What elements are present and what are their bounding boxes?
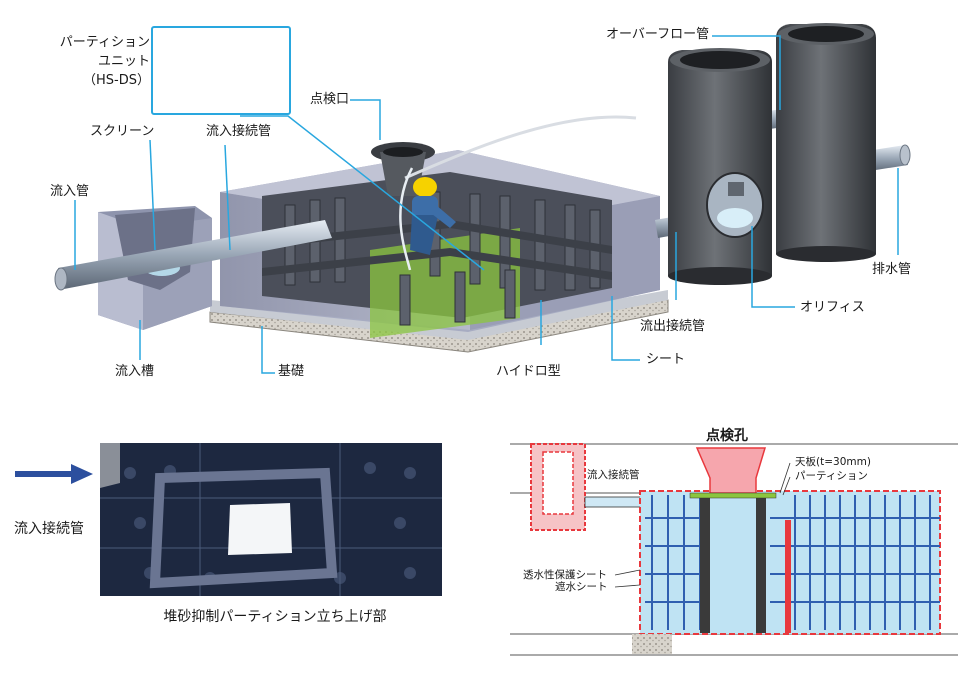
outflow-tank-rear — [776, 23, 876, 262]
label-orifice: オリフィス — [800, 300, 865, 315]
inflow-pipe — [54, 220, 332, 291]
label-partition: パーティション — [795, 470, 868, 482]
label-screen: スクリーン — [90, 124, 155, 139]
outflow-tank-front — [668, 48, 772, 285]
label-foundation: 基礎 — [278, 364, 305, 379]
partition-photo-drawing — [100, 443, 442, 596]
label-overflow-pipe: オーバーフロー管 — [606, 27, 710, 42]
label-inspection-port: 点検口 — [310, 92, 350, 107]
label-inspection-hole: 点検孔 — [706, 428, 748, 444]
foundation-slab — [209, 290, 669, 353]
photo-caption: 堆砂抑制パーティション立ち上げ部 — [163, 609, 387, 625]
flow-arrow-icon — [15, 464, 93, 484]
label-outflow-connection-pipe: 流出接続管 — [640, 319, 706, 334]
label-drain-pipe: 排水管 — [872, 262, 912, 277]
leader-lines — [74, 35, 899, 374]
partition-unit-label: パーティション ユニット （HS-DS） — [59, 35, 150, 88]
label-sheet: シート — [646, 352, 686, 367]
label-top-plate: 天板(t=30mm) — [795, 456, 871, 468]
photo-arrow-label: 流入接続管 — [14, 521, 84, 537]
label-inflow-connection-pipe: 流入接続管 — [206, 124, 272, 139]
label-inflow-tank: 流入槽 — [115, 364, 155, 379]
partition-unit-box — [151, 26, 291, 115]
section-inflow-connection-pipe — [584, 496, 642, 508]
label-permeable-sheet: 透水性保護シート — [523, 569, 607, 581]
section-partition — [785, 520, 791, 633]
hose — [404, 115, 637, 180]
label-inflow-pipe: 流入管 — [50, 184, 90, 199]
label-waterproof-sheet: 遮水シート — [555, 581, 608, 593]
partition-photo — [100, 443, 442, 596]
label-hydro-type: ハイドロ型 — [496, 364, 561, 379]
label-section-inflow-connection-pipe: 流入接続管 — [587, 469, 640, 481]
section-diagram — [510, 443, 958, 656]
section-inspection-shaft — [689, 447, 777, 633]
worker — [410, 177, 456, 255]
